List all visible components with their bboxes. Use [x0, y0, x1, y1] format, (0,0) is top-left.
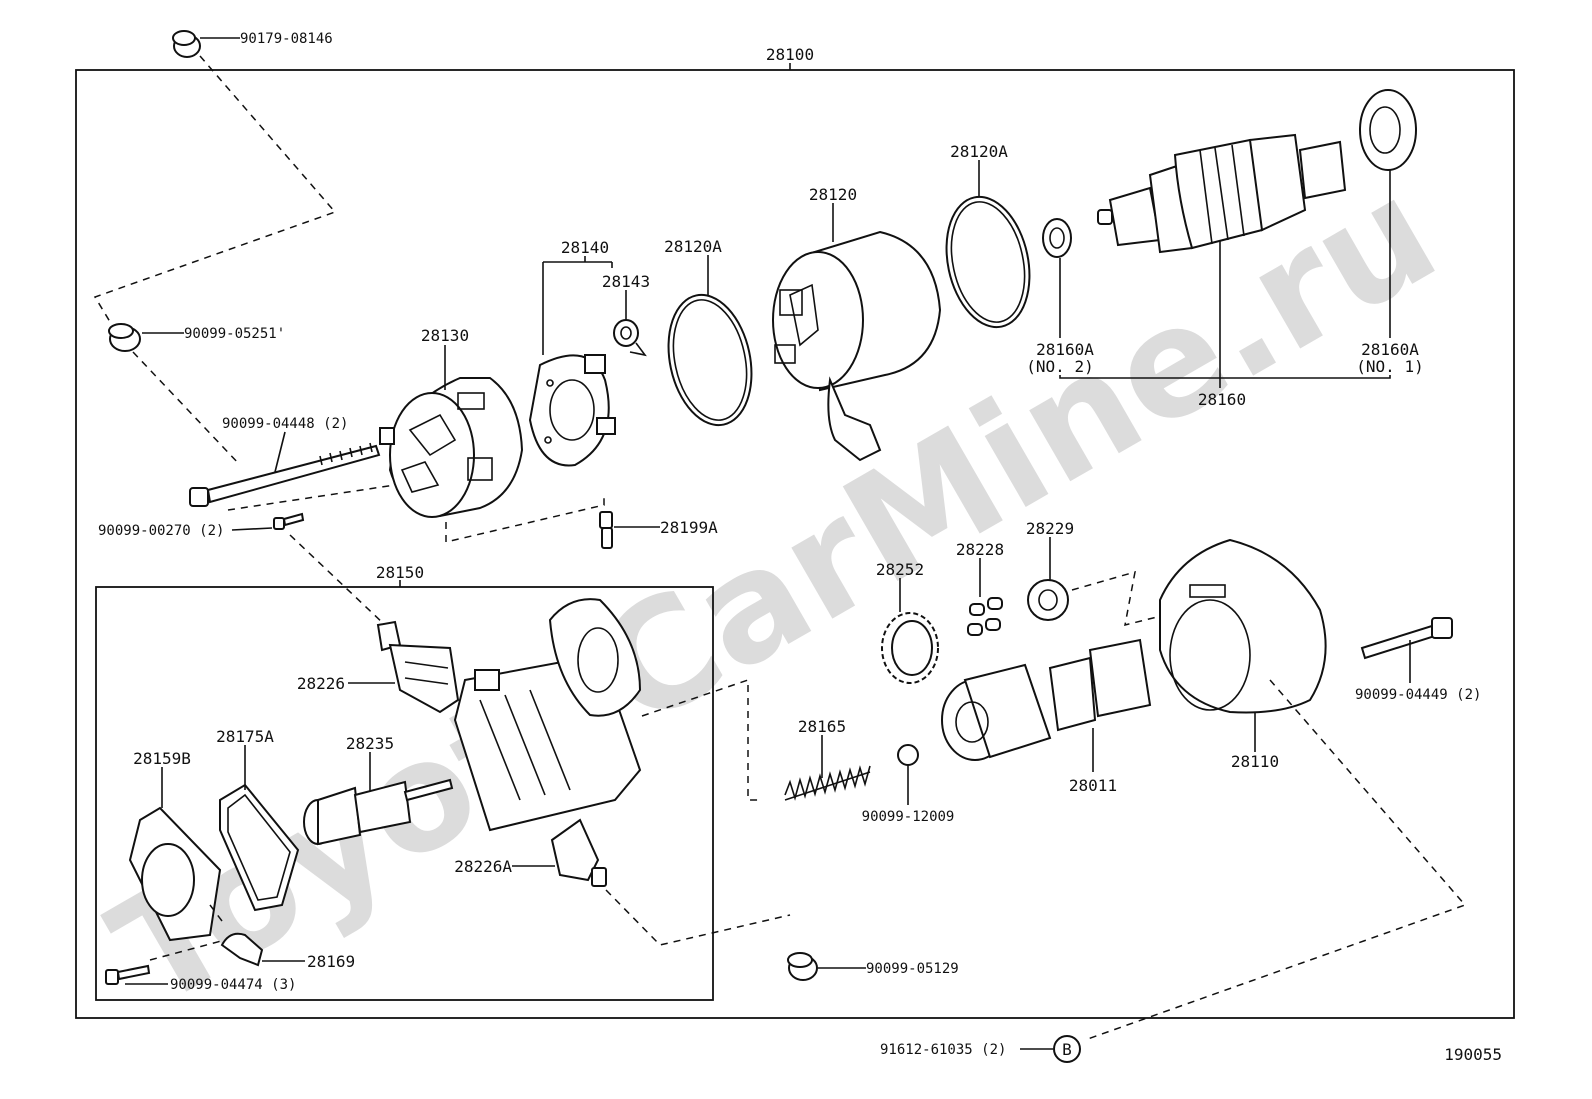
label-28120A-right[interactable]: 28120A	[950, 142, 1008, 161]
contact-28226A-icon	[550, 818, 607, 887]
end-frame-28130-icon	[379, 377, 524, 518]
retainer-28229-icon	[1027, 579, 1069, 621]
ref-b-letter: B	[1062, 1040, 1072, 1059]
label-28120[interactable]: 28120	[809, 185, 857, 204]
brush-holder-28140-icon	[528, 354, 616, 467]
label-28160A-no1[interactable]: 28160A	[1361, 340, 1419, 359]
ref-b-circle-icon	[1053, 1035, 1081, 1063]
end-cover-28159B-icon	[128, 806, 222, 942]
bearing-28160A-no2-icon	[1042, 218, 1072, 258]
label-28226[interactable]: 28226	[297, 674, 345, 693]
label-28011[interactable]: 28011	[1069, 776, 1117, 795]
spring-28165-icon	[784, 765, 871, 801]
terminal-28199A-icon	[599, 511, 613, 549]
screw-90099-04474-icon	[105, 964, 151, 985]
label-90099-00270[interactable]: 90099-00270 (2)	[98, 523, 224, 539]
label-28160A-no1-sub: (NO. 1)	[1356, 357, 1423, 376]
rollers-28228-icon	[967, 597, 1003, 636]
bearing-28160A-no1-icon	[1359, 89, 1417, 171]
label-90099-05129[interactable]: 90099-05129	[866, 961, 959, 977]
label-28140[interactable]: 28140	[561, 238, 609, 257]
armature-28160-icon	[1097, 133, 1347, 254]
contact-28226-icon	[376, 620, 460, 714]
nut-90179-08146-icon	[172, 30, 201, 58]
label-90099-04474[interactable]: 90099-04474 (3)	[170, 977, 296, 993]
drawing-number: 190055	[1444, 1045, 1502, 1064]
label-90099-04449[interactable]: 90099-04449 (2)	[1355, 687, 1481, 703]
steel-ball-90099-12009-icon	[897, 744, 919, 766]
brush-spring-28143-icon	[613, 319, 647, 357]
label-28130[interactable]: 28130	[421, 326, 469, 345]
label-28120A-left[interactable]: 28120A	[664, 237, 722, 256]
label-28150[interactable]: 28150	[376, 563, 424, 582]
screw-90099-00270-icon	[273, 512, 305, 530]
subassembly-frame	[95, 586, 714, 1001]
nut-90099-05251-icon	[108, 323, 141, 352]
label-28100[interactable]: 28100	[766, 45, 814, 64]
bolt-90099-04449-icon	[1360, 617, 1453, 660]
through-bolt-90099-04448-icon	[189, 442, 381, 507]
label-28159B[interactable]: 28159B	[133, 749, 191, 768]
idler-gear-28252-icon	[881, 612, 939, 684]
label-90099-04448[interactable]: 90099-04448 (2)	[222, 416, 348, 432]
label-28175A[interactable]: 28175A	[216, 727, 274, 746]
clamp-28169-icon	[220, 932, 264, 967]
label-28228[interactable]: 28228	[956, 540, 1004, 559]
label-91612-61035[interactable]: 91612-61035 (2)	[880, 1042, 1006, 1058]
solenoid-housing-28150-icon	[453, 598, 642, 832]
label-28252[interactable]: 28252	[876, 560, 924, 579]
label-28165[interactable]: 28165	[798, 717, 846, 736]
o-ring-28120A-left-icon	[667, 293, 753, 427]
nut-90099-05129-icon	[787, 952, 818, 981]
starter-housing-28110-icon	[1159, 538, 1327, 714]
label-90099-05251[interactable]: 90099-05251'	[184, 326, 285, 342]
label-28160A-no2-sub: (NO. 2)	[1026, 357, 1093, 376]
label-28160A-no2[interactable]: 28160A	[1036, 340, 1094, 359]
label-90099-12009[interactable]: 90099-12009	[862, 809, 955, 825]
label-28160[interactable]: 28160	[1198, 390, 1246, 409]
plunger-28235-icon	[303, 778, 454, 846]
label-28199A[interactable]: 28199A	[660, 518, 718, 537]
label-28229[interactable]: 28229	[1026, 519, 1074, 538]
o-ring-28120A-right-icon	[945, 195, 1031, 329]
label-28226A[interactable]: 28226A	[454, 857, 512, 876]
label-28110[interactable]: 28110	[1231, 752, 1279, 771]
yoke-28120-icon	[772, 230, 942, 462]
assembly-frame	[75, 69, 1515, 1019]
label-90179-08146[interactable]: 90179-08146	[240, 31, 333, 47]
starter-clutch-28011-icon	[941, 638, 1152, 761]
label-28143[interactable]: 28143	[602, 272, 650, 291]
label-28235[interactable]: 28235	[346, 734, 394, 753]
label-28169[interactable]: 28169	[307, 952, 355, 971]
